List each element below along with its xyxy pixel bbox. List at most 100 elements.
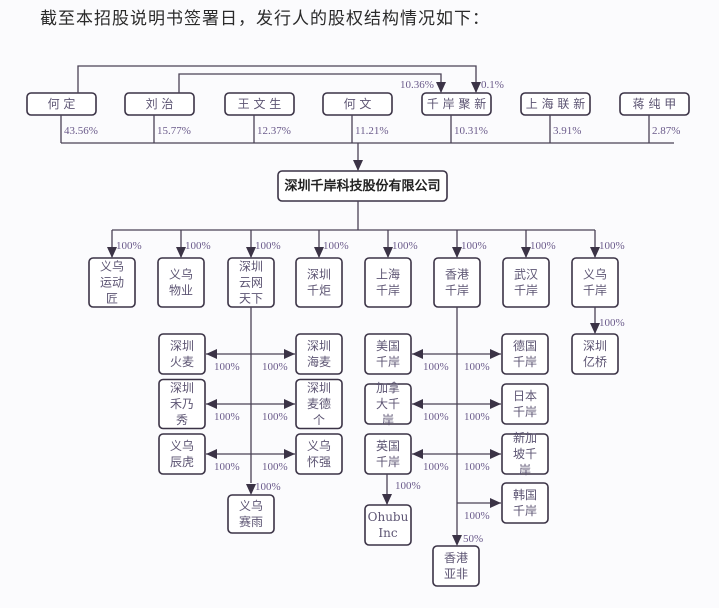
hk-left-1-label: 岸 <box>382 413 394 427</box>
hk-right-2-label: 坡千 <box>513 447 537 461</box>
yunwang-left-2-label: 辰虎 <box>170 455 194 469</box>
shareholder-pct: 10.31% <box>454 125 488 137</box>
subsidiary-4-label: 千岸 <box>376 284 400 298</box>
yunwang-left-1-box <box>158 378 206 430</box>
hk-left-0-box <box>364 333 412 375</box>
hk-right-pct: 100% <box>464 461 490 473</box>
shareholder-4-label: 千 岸 聚 新 <box>427 96 486 111</box>
hk-left-1-label: 加拿 <box>376 380 400 395</box>
arrow-down-icon <box>590 323 600 334</box>
hk-left-2-label: 英国 <box>376 439 400 453</box>
arrow-down-icon <box>383 247 393 258</box>
hk-right-1-label: 日本 <box>513 389 537 403</box>
hk-left-pct: 100% <box>423 411 449 423</box>
hk-right-0-box <box>501 333 549 375</box>
arrow-down-icon <box>590 247 600 258</box>
hk-right-2-label: 岸 <box>519 463 531 477</box>
hk-bottom-pct: 50% <box>463 533 483 545</box>
arrow-left-icon <box>206 349 217 359</box>
uk-child-box <box>364 504 412 546</box>
arrow-right-icon <box>284 449 295 459</box>
yunwang-right-pct: 100% <box>262 361 288 373</box>
shareholder-pct: 15.77% <box>157 125 191 137</box>
subsidiary-pct: 100% <box>392 240 418 252</box>
subsidiary-6-label: 武汉 <box>514 268 538 282</box>
subsidiary-pct: 100% <box>461 240 487 252</box>
subsidiary-6-label: 千岸 <box>514 284 538 298</box>
subsidiary-1-label: 义乌 <box>169 267 193 282</box>
cross-holding-pct: 10.36% <box>400 79 434 91</box>
arrow-down-icon <box>436 82 446 93</box>
shareholder-pct: 43.56% <box>64 125 98 137</box>
shareholder-5-label: 上 海 联 新 <box>526 96 585 111</box>
yunwang-right-pct: 100% <box>262 411 288 423</box>
hk-right-1-box <box>501 383 549 425</box>
hk-left-pct: 100% <box>423 361 449 373</box>
hk-right-pct: 100% <box>464 361 490 373</box>
arrow-down-icon <box>382 494 392 505</box>
yunwang-left-0-label: 深圳 <box>170 339 194 353</box>
shareholder-2-box <box>224 92 295 116</box>
arrow-right-icon <box>490 349 501 359</box>
uk-child-label: Ohubu <box>368 510 409 524</box>
hk-bottom-label: 亚非 <box>444 567 468 581</box>
yunwang-right-1-label: 个 <box>313 413 325 427</box>
yunwang-right-2-label: 怀强 <box>307 455 331 469</box>
subsidiary-0-label: 运动 <box>100 276 124 290</box>
yunwang-left-1-label: 秀 <box>176 413 188 427</box>
shareholder-pct: 2.87% <box>652 125 680 137</box>
arrow-left-icon <box>412 349 423 359</box>
yiwu-child-label: 深圳 <box>583 339 607 353</box>
yunwang-left-2-label: 义乌 <box>170 438 194 453</box>
arrow-left-icon <box>412 449 423 459</box>
subsidiary-3-label: 深圳 <box>307 268 331 282</box>
yunwang-bottom-box <box>227 494 275 534</box>
yunwang-left-pct: 100% <box>214 411 240 423</box>
subsidiary-pct: 100% <box>530 240 556 252</box>
subsidiary-1-label: 物业 <box>169 284 193 298</box>
arrow-down-icon <box>246 247 256 258</box>
yunwang-left-1-label: 禾乃 <box>170 397 194 411</box>
subsidiary-3-box <box>295 257 343 308</box>
subsidiary-pct: 100% <box>255 240 281 252</box>
subsidiary-2-label: 天下 <box>239 292 263 306</box>
hk-right-3-label: 千岸 <box>513 504 537 518</box>
hk-left-1-box <box>364 383 412 425</box>
shareholder-pct: 12.37% <box>257 125 291 137</box>
yunwang-right-0-label: 海麦 <box>307 354 331 369</box>
shareholder-pct: 3.91% <box>553 125 581 137</box>
hk-left-2-label: 千岸 <box>376 455 400 469</box>
arrow-right-icon <box>284 349 295 359</box>
uk-child-pct: 100% <box>395 480 421 492</box>
arrow-right-icon <box>490 498 501 508</box>
shareholder-0-label: 何 定 <box>48 96 76 111</box>
company-label: 深圳千岸科技股份有限公司 <box>284 178 440 194</box>
shareholder-2-label: 王 文 生 <box>238 96 282 111</box>
subsidiary-5-box <box>433 257 481 308</box>
subsidiary-4-label: 上海 <box>376 267 400 282</box>
arrow-down-icon <box>176 247 186 258</box>
subsidiary-pct: 100% <box>323 240 349 252</box>
uk-child-label: Inc <box>378 526 397 540</box>
hk-right-pct: 100% <box>464 411 490 423</box>
subsidiary-3-label: 千炬 <box>307 284 331 298</box>
shareholder-1-box <box>124 92 195 116</box>
arrow-right-icon <box>490 449 501 459</box>
arrow-right-icon <box>490 399 501 409</box>
yunwang-left-pct: 100% <box>214 461 240 473</box>
yunwang-bottom-label: 赛雨 <box>239 514 263 529</box>
shareholder-3-box <box>322 92 393 116</box>
subsidiary-6-box <box>502 257 550 308</box>
yunwang-right-pct: 100% <box>262 461 288 473</box>
subsidiary-0-box <box>88 257 136 308</box>
subsidiary-0-label: 匠 <box>106 292 118 306</box>
hk-left-1-label: 大千 <box>376 397 400 411</box>
arrow-down-icon <box>246 484 256 495</box>
hk-left-0-label: 千岸 <box>376 355 400 369</box>
hk-left-pct: 100% <box>423 461 449 473</box>
yunwang-right-1-label: 深圳 <box>307 381 331 395</box>
hk-left-0-label: 美国 <box>376 339 400 353</box>
page-title: 截至本招股说明书签署日，发行人的股权结构情况如下： <box>40 9 490 29</box>
arrow-down-icon <box>314 247 324 258</box>
